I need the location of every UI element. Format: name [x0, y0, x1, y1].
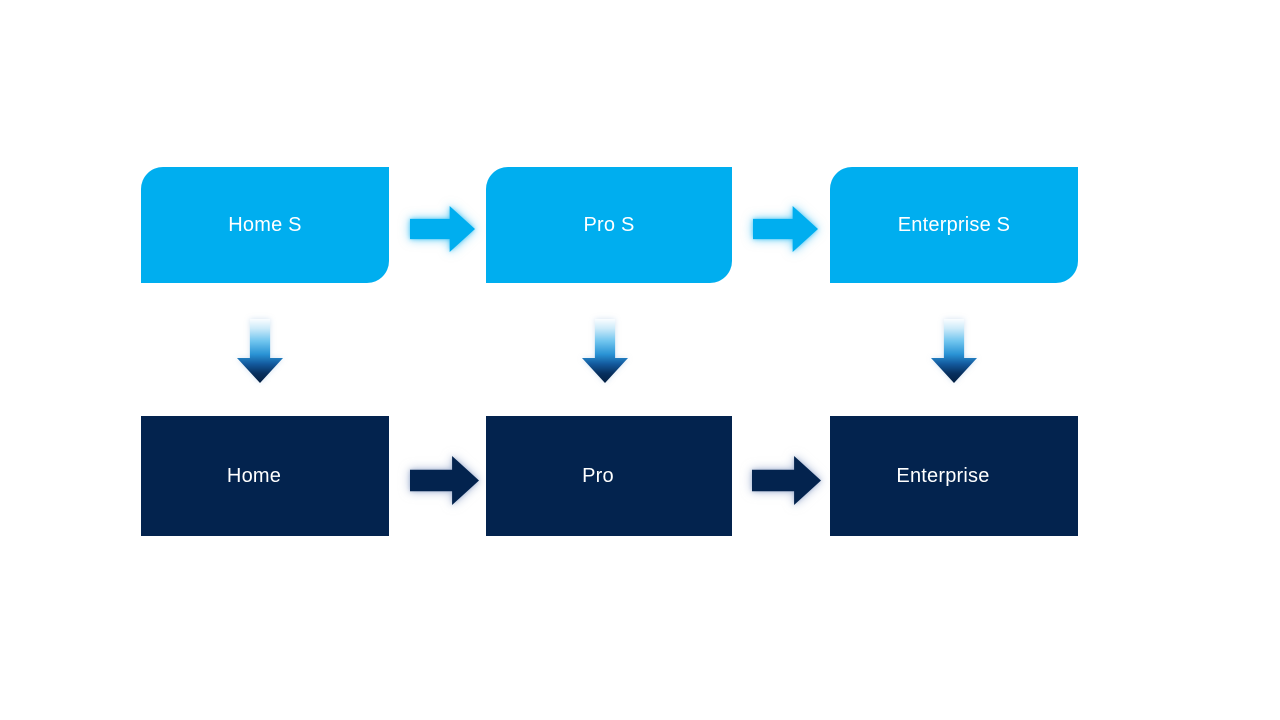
- right-arrow-shape: [410, 206, 475, 252]
- right-arrow-dark-icon: [752, 456, 821, 505]
- down-arrow-shape: [931, 319, 977, 383]
- node-pro-label: Pro: [582, 464, 614, 487]
- right-arrow-light-icon: [410, 206, 475, 252]
- node-enterprise-label: Enterprise: [896, 464, 990, 487]
- node-enterprise-s-label: Enterprise S: [897, 213, 1011, 236]
- down-arrow-icon: [931, 319, 977, 383]
- node-pro-s: Pro S: [486, 167, 732, 283]
- down-arrow-shape: [582, 319, 628, 383]
- down-arrow-shape: [237, 319, 283, 383]
- right-arrow-light-icon: [753, 206, 818, 252]
- node-home-s-label: Home S: [228, 213, 302, 236]
- node-home: Home: [141, 416, 389, 536]
- right-arrow-shape: [410, 456, 479, 505]
- right-arrow-dark-icon: [410, 456, 479, 505]
- node-enterprise-s: Enterprise S: [830, 167, 1078, 283]
- node-enterprise: Enterprise: [830, 416, 1078, 536]
- node-pro-s-label: Pro S: [583, 213, 635, 236]
- right-arrow-shape: [752, 456, 821, 505]
- right-arrow-shape: [753, 206, 818, 252]
- node-home-label: Home: [226, 464, 282, 487]
- node-home-s: Home S: [141, 167, 389, 283]
- node-pro: Pro: [486, 416, 732, 536]
- down-arrow-icon: [237, 319, 283, 383]
- down-arrow-icon: [582, 319, 628, 383]
